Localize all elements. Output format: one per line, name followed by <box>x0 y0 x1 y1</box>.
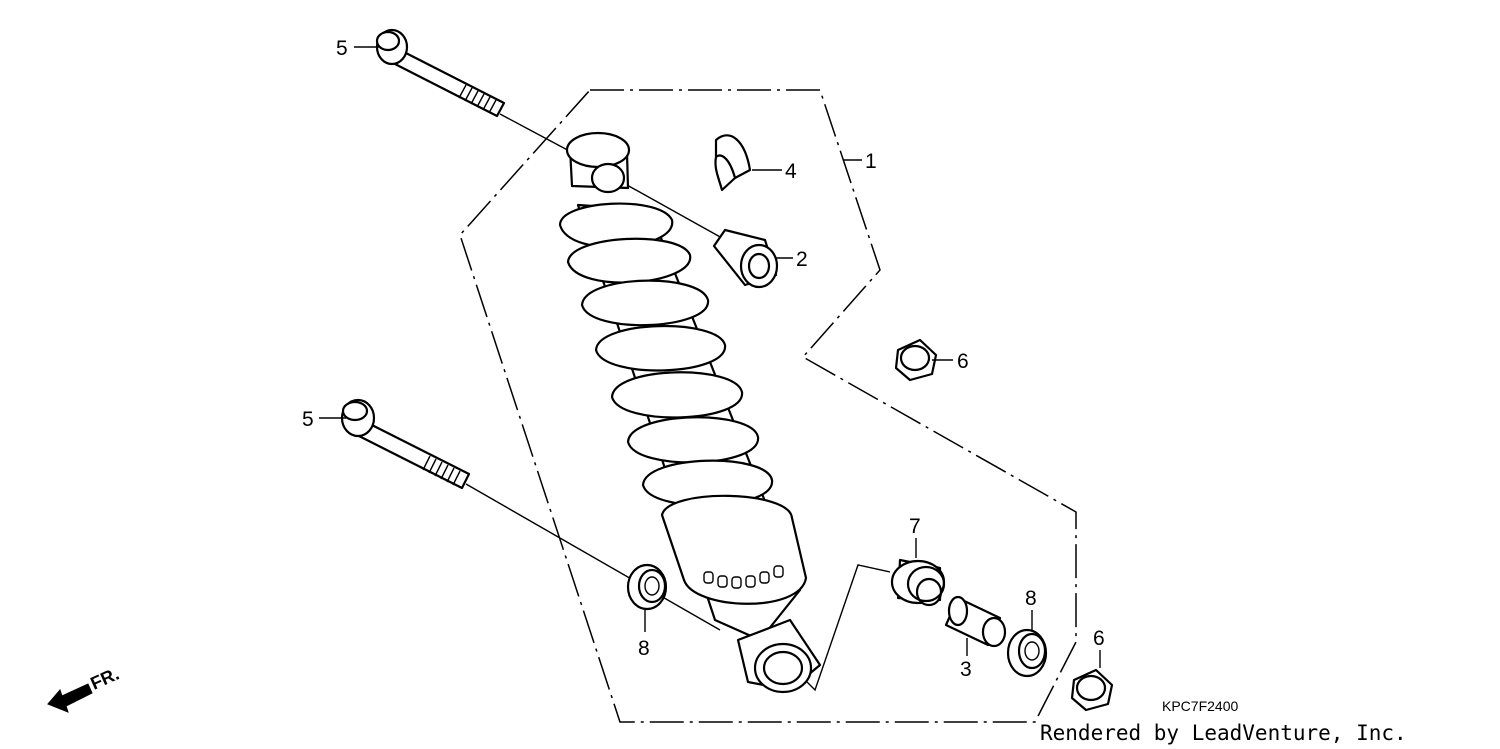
callout-part-5-top: 5 <box>336 37 348 60</box>
callout-part-8-right: 8 <box>1025 587 1037 610</box>
upper-axis-line <box>617 179 723 239</box>
bolt-bottom-centerline <box>465 483 721 631</box>
nut-top[interactable] <box>894 338 938 382</box>
callout-part-1: 1 <box>865 150 877 173</box>
bolt-bottom[interactable] <box>340 398 471 490</box>
nut-bottom[interactable] <box>1070 668 1114 712</box>
dust-seal-left[interactable] <box>626 563 668 611</box>
dust-seal-right[interactable] <box>1006 628 1048 678</box>
leader-lines <box>319 46 1101 668</box>
collar-lower[interactable] <box>944 595 1007 648</box>
callout-part-4: 4 <box>785 160 797 183</box>
front-direction-arrow: FR. <box>47 664 122 713</box>
sleeve-clip[interactable] <box>714 134 752 192</box>
bolt-top[interactable] <box>375 28 506 118</box>
front-indicator-label: FR. <box>87 664 122 694</box>
callout-part-5-bottom: 5 <box>302 408 314 431</box>
shock-absorber[interactable] <box>558 131 822 694</box>
callout-part-2: 2 <box>796 248 808 271</box>
callout-part-6-top: 6 <box>957 350 969 373</box>
collar[interactable] <box>712 228 779 289</box>
diagram-code: KPC7F2400 <box>1162 698 1238 714</box>
callout-part-6-bottom: 6 <box>1093 627 1105 650</box>
callout-part-7: 7 <box>909 515 921 538</box>
callout-part-3: 3 <box>960 658 972 681</box>
render-credit: Rendered by LeadVenture, Inc. <box>1040 721 1407 745</box>
callout-part-8-left: 8 <box>638 637 650 660</box>
bushing[interactable] <box>890 558 946 607</box>
assembly-outline <box>459 89 1077 723</box>
